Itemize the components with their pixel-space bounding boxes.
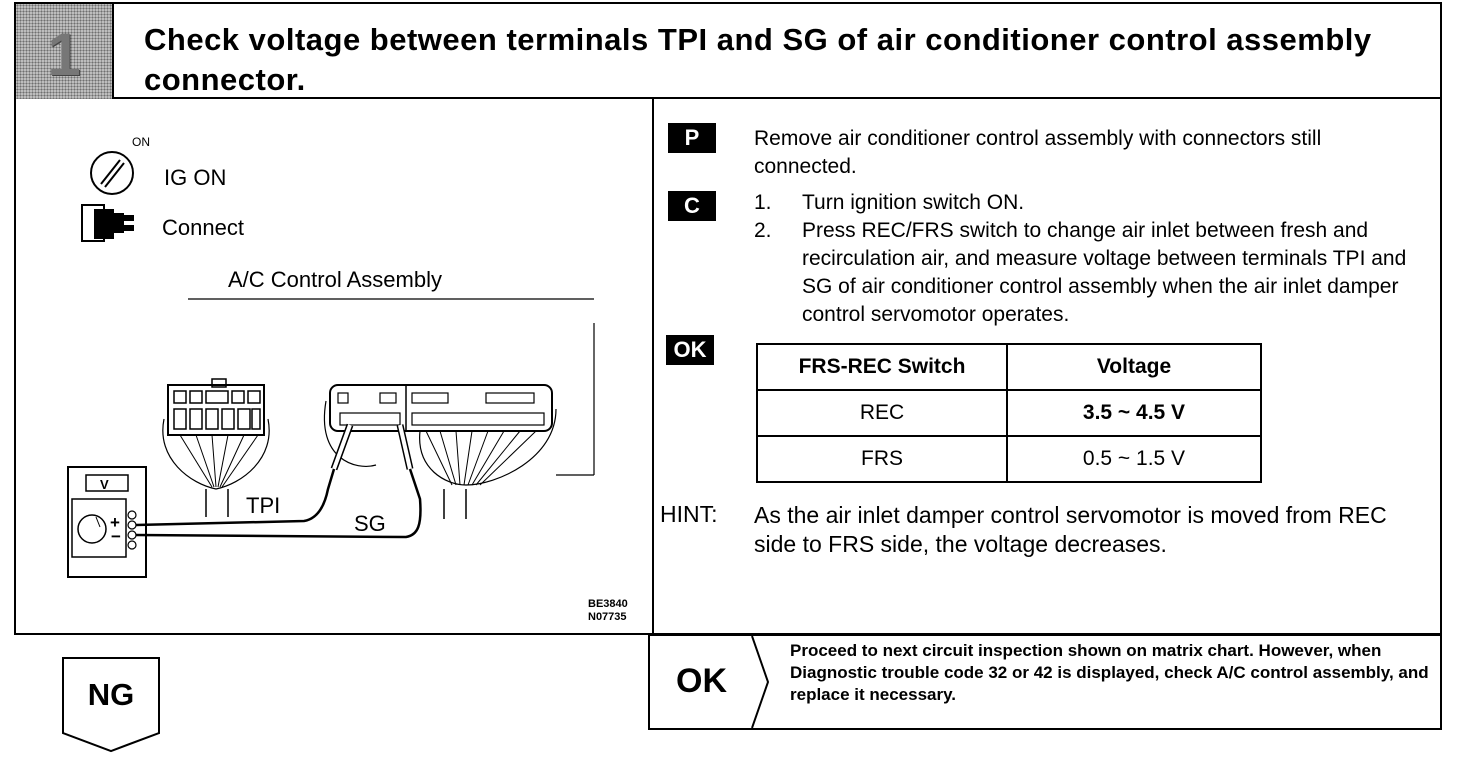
sg-probe bbox=[396, 424, 414, 470]
plus-label: + bbox=[110, 513, 120, 532]
ignition-key-icon bbox=[90, 151, 134, 195]
ok-label: OK bbox=[676, 662, 727, 700]
table-cell: 0.5 ~ 1.5 V bbox=[1006, 435, 1262, 483]
step-number: 1 bbox=[47, 21, 81, 88]
step-2-number: 2. bbox=[754, 219, 772, 242]
hint-label: HINT: bbox=[660, 501, 718, 527]
figure-code-2: N07735 bbox=[588, 611, 627, 623]
step-header: 1 Check voltage between terminals TPI an… bbox=[14, 2, 1442, 99]
assembly-label: A/C Control Assembly bbox=[228, 267, 442, 292]
ng-label: NG bbox=[87, 677, 135, 712]
step-2-text: Press REC/FRS switch to change air inlet… bbox=[802, 219, 1407, 326]
step-1-number: 1. bbox=[754, 191, 772, 214]
voltage-spec-table: FRS-REC Switch Voltage REC 3.5 ~ 4.5 V F… bbox=[756, 343, 1262, 483]
tpi-probe bbox=[330, 423, 354, 471]
wiring-diagram: ON IG ON Connect A/C Control Assembly bbox=[16, 99, 652, 633]
step-number-box: 1 bbox=[16, 4, 114, 99]
minus-label: − bbox=[111, 527, 121, 546]
figure-code-1: BE3840 bbox=[588, 598, 628, 610]
table-row: REC 3.5 ~ 4.5 V bbox=[756, 389, 1262, 437]
table-cell: REC bbox=[756, 389, 1008, 437]
table-cell: 3.5 ~ 4.5 V bbox=[1006, 389, 1262, 437]
table-header: Voltage bbox=[1006, 343, 1262, 391]
left-connector bbox=[162, 378, 270, 517]
column-divider bbox=[652, 99, 654, 633]
main-panel: ON IG ON Connect A/C Control Assembly bbox=[14, 99, 1442, 635]
control-assembly-connector bbox=[323, 384, 557, 519]
sg-label: SG bbox=[354, 511, 386, 536]
instructions: P Remove air conditioner control assembl… bbox=[656, 99, 1442, 633]
step-1-text: Turn ignition switch ON. bbox=[802, 191, 1025, 214]
hint-text: As the air inlet damper control servomot… bbox=[754, 502, 1387, 557]
ok-result-text: Proceed to next circuit inspection shown… bbox=[790, 641, 1429, 704]
table-header: FRS-REC Switch bbox=[756, 343, 1008, 391]
table-row: FRS 0.5 ~ 1.5 V bbox=[756, 435, 1262, 483]
table-header-row: FRS-REC Switch Voltage bbox=[756, 343, 1262, 391]
c-badge: C bbox=[668, 191, 716, 221]
ok-result-box: OK Proceed to next circuit inspection sh… bbox=[648, 634, 1442, 730]
wiring-illustration bbox=[67, 298, 595, 578]
p-instruction: Remove air conditioner control assembly … bbox=[754, 127, 1322, 178]
table-cell: FRS bbox=[756, 435, 1008, 483]
tpi-label: TPI bbox=[246, 493, 281, 518]
connect-label: Connect bbox=[162, 215, 244, 240]
page-title: Check voltage between terminals TPI and … bbox=[144, 22, 1372, 97]
ng-result-tag: NG bbox=[62, 657, 160, 758]
ok-arrow-shape bbox=[751, 636, 770, 728]
ok-badge: OK bbox=[666, 335, 714, 365]
meter-label: V bbox=[100, 477, 109, 492]
on-label: ON bbox=[132, 135, 150, 149]
p-badge: P bbox=[668, 123, 716, 153]
ig-on-label: IG ON bbox=[164, 165, 227, 190]
ng-tag-shape bbox=[62, 657, 160, 753]
connector-icon bbox=[81, 204, 134, 242]
